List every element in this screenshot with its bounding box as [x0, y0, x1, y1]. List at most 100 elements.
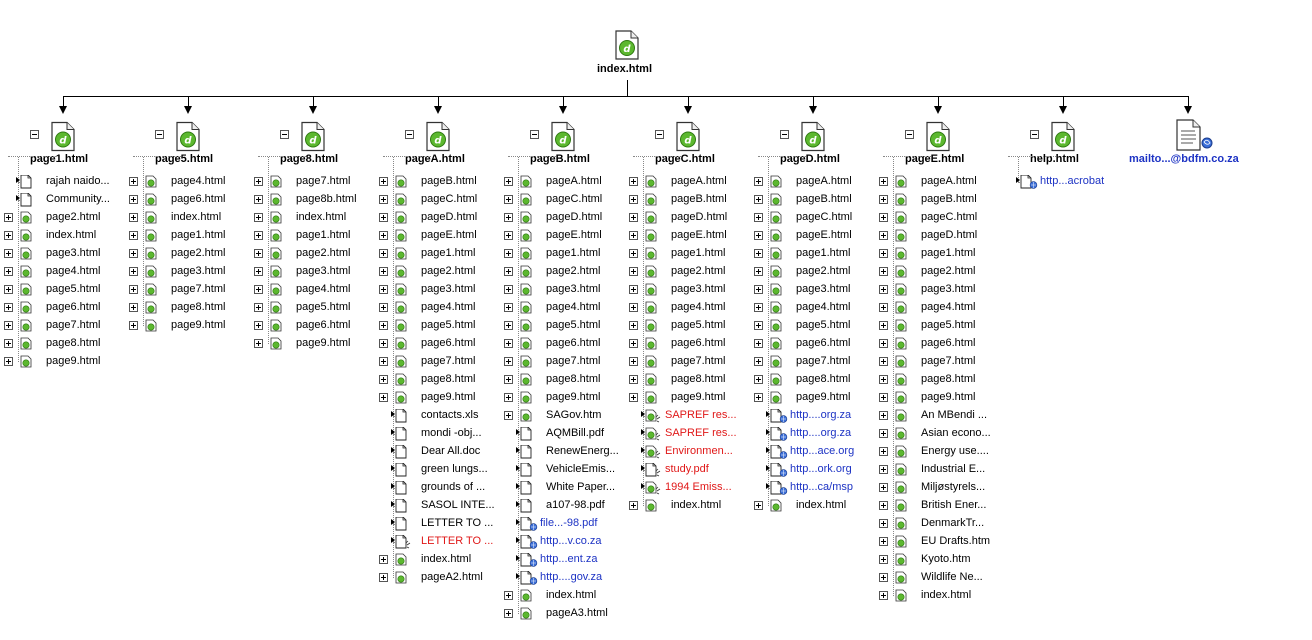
- expand-toggle-icon[interactable]: [504, 321, 513, 330]
- expand-toggle-icon[interactable]: [4, 213, 13, 222]
- expand-toggle-icon[interactable]: [879, 195, 888, 204]
- expand-toggle-icon[interactable]: [129, 321, 138, 330]
- expand-toggle-icon[interactable]: [629, 501, 638, 510]
- expand-toggle-icon[interactable]: [629, 249, 638, 258]
- expand-toggle-icon[interactable]: [879, 501, 888, 510]
- dreamweaver-page-icon[interactable]: d: [176, 121, 200, 155]
- expand-toggle-icon[interactable]: [879, 375, 888, 384]
- expand-toggle-icon[interactable]: [879, 177, 888, 186]
- mailto-document-icon[interactable]: [1173, 119, 1213, 154]
- expand-toggle-icon[interactable]: [879, 429, 888, 438]
- expand-toggle-icon[interactable]: [504, 411, 513, 420]
- column-title[interactable]: page8.html: [280, 153, 339, 165]
- expand-toggle-icon[interactable]: [4, 231, 13, 240]
- expand-toggle-icon[interactable]: [504, 357, 513, 366]
- expand-toggle-icon[interactable]: [379, 267, 388, 276]
- expand-toggle-icon[interactable]: [879, 321, 888, 330]
- collapse-toggle-icon[interactable]: [1030, 130, 1039, 139]
- expand-toggle-icon[interactable]: [254, 339, 263, 348]
- dreamweaver-page-icon[interactable]: d: [301, 121, 325, 155]
- expand-toggle-icon[interactable]: [629, 195, 638, 204]
- expand-toggle-icon[interactable]: [254, 195, 263, 204]
- expand-toggle-icon[interactable]: [504, 591, 513, 600]
- expand-toggle-icon[interactable]: [4, 321, 13, 330]
- expand-toggle-icon[interactable]: [629, 231, 638, 240]
- expand-toggle-icon[interactable]: [879, 483, 888, 492]
- expand-toggle-icon[interactable]: [129, 303, 138, 312]
- expand-toggle-icon[interactable]: [629, 393, 638, 402]
- expand-toggle-icon[interactable]: [129, 267, 138, 276]
- expand-toggle-icon[interactable]: [879, 537, 888, 546]
- collapse-toggle-icon[interactable]: [155, 130, 164, 139]
- dreamweaver-page-icon[interactable]: d: [1051, 121, 1075, 155]
- dreamweaver-page-icon[interactable]: d: [926, 121, 950, 155]
- expand-toggle-icon[interactable]: [129, 213, 138, 222]
- expand-toggle-icon[interactable]: [879, 591, 888, 600]
- collapse-toggle-icon[interactable]: [530, 130, 539, 139]
- expand-toggle-icon[interactable]: [254, 303, 263, 312]
- expand-toggle-icon[interactable]: [754, 393, 763, 402]
- expand-toggle-icon[interactable]: [504, 303, 513, 312]
- expand-toggle-icon[interactable]: [504, 213, 513, 222]
- expand-toggle-icon[interactable]: [379, 195, 388, 204]
- expand-toggle-icon[interactable]: [504, 375, 513, 384]
- expand-toggle-icon[interactable]: [129, 195, 138, 204]
- expand-toggle-icon[interactable]: [754, 339, 763, 348]
- expand-toggle-icon[interactable]: [129, 285, 138, 294]
- expand-toggle-icon[interactable]: [4, 303, 13, 312]
- expand-toggle-icon[interactable]: [879, 555, 888, 564]
- dreamweaver-page-icon[interactable]: d: [801, 121, 825, 155]
- expand-toggle-icon[interactable]: [504, 339, 513, 348]
- expand-toggle-icon[interactable]: [879, 339, 888, 348]
- expand-toggle-icon[interactable]: [879, 393, 888, 402]
- collapse-toggle-icon[interactable]: [780, 130, 789, 139]
- column-title[interactable]: mailto...@bdfm.co.za: [1129, 153, 1239, 165]
- expand-toggle-icon[interactable]: [754, 285, 763, 294]
- expand-toggle-icon[interactable]: [4, 285, 13, 294]
- expand-toggle-icon[interactable]: [754, 357, 763, 366]
- expand-toggle-icon[interactable]: [754, 177, 763, 186]
- expand-toggle-icon[interactable]: [254, 267, 263, 276]
- column-title[interactable]: page1.html: [30, 153, 89, 165]
- expand-toggle-icon[interactable]: [754, 195, 763, 204]
- column-title[interactable]: page5.html: [155, 153, 214, 165]
- dreamweaver-page-icon[interactable]: d: [551, 121, 575, 155]
- expand-toggle-icon[interactable]: [4, 249, 13, 258]
- expand-toggle-icon[interactable]: [254, 213, 263, 222]
- expand-toggle-icon[interactable]: [879, 231, 888, 240]
- column-title[interactable]: help.html: [1030, 153, 1079, 165]
- expand-toggle-icon[interactable]: [629, 213, 638, 222]
- expand-toggle-icon[interactable]: [629, 375, 638, 384]
- column-title[interactable]: pageA.html: [405, 153, 465, 165]
- expand-toggle-icon[interactable]: [4, 357, 13, 366]
- expand-toggle-icon[interactable]: [879, 573, 888, 582]
- expand-toggle-icon[interactable]: [504, 393, 513, 402]
- expand-toggle-icon[interactable]: [754, 501, 763, 510]
- expand-toggle-icon[interactable]: [379, 303, 388, 312]
- expand-toggle-icon[interactable]: [379, 285, 388, 294]
- dreamweaver-page-icon[interactable]: d: [51, 121, 75, 155]
- expand-toggle-icon[interactable]: [254, 177, 263, 186]
- expand-toggle-icon[interactable]: [754, 213, 763, 222]
- expand-toggle-icon[interactable]: [4, 339, 13, 348]
- expand-toggle-icon[interactable]: [504, 231, 513, 240]
- expand-toggle-icon[interactable]: [879, 303, 888, 312]
- dreamweaver-page-icon[interactable]: d: [676, 121, 700, 155]
- expand-toggle-icon[interactable]: [504, 195, 513, 204]
- column-title[interactable]: pageB.html: [530, 153, 590, 165]
- expand-toggle-icon[interactable]: [629, 285, 638, 294]
- collapse-toggle-icon[interactable]: [405, 130, 414, 139]
- expand-toggle-icon[interactable]: [129, 177, 138, 186]
- expand-toggle-icon[interactable]: [379, 321, 388, 330]
- expand-toggle-icon[interactable]: [379, 213, 388, 222]
- expand-toggle-icon[interactable]: [379, 357, 388, 366]
- column-title[interactable]: pageE.html: [905, 153, 965, 165]
- expand-toggle-icon[interactable]: [504, 177, 513, 186]
- expand-toggle-icon[interactable]: [754, 375, 763, 384]
- collapse-toggle-icon[interactable]: [655, 130, 664, 139]
- expand-toggle-icon[interactable]: [129, 231, 138, 240]
- expand-toggle-icon[interactable]: [629, 267, 638, 276]
- collapse-toggle-icon[interactable]: [905, 130, 914, 139]
- expand-toggle-icon[interactable]: [379, 249, 388, 258]
- expand-toggle-icon[interactable]: [379, 393, 388, 402]
